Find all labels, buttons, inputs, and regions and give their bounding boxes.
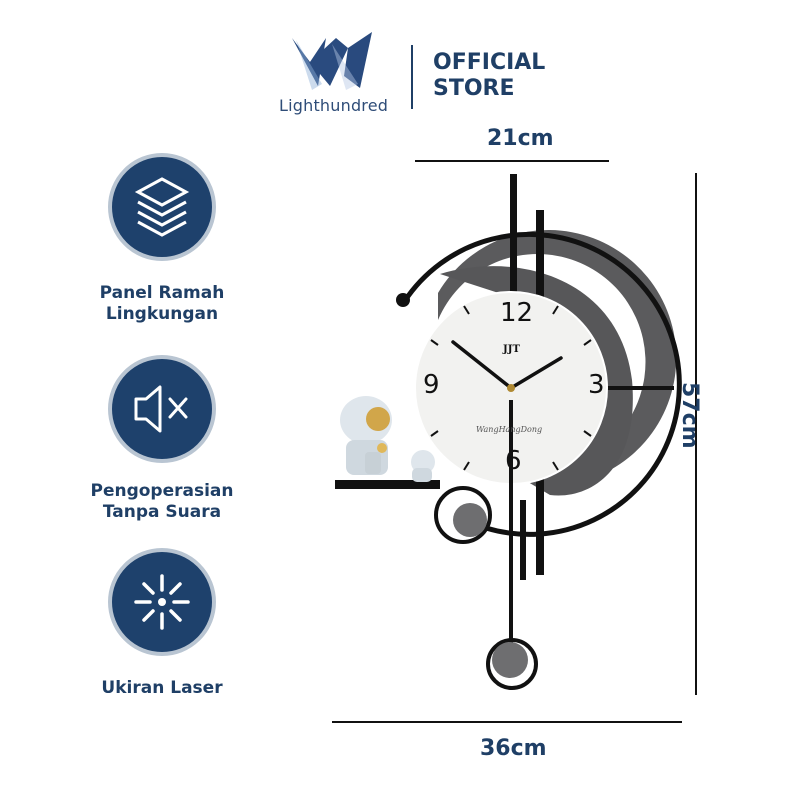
feature-circle-laser	[108, 548, 216, 656]
feature-circle-eco-panel	[108, 153, 216, 261]
small-ring	[434, 486, 492, 544]
store-line-2: STORE	[433, 76, 515, 101]
feature-label-line: Ukiran Laser	[101, 678, 223, 698]
clock-number-12: 12	[500, 298, 534, 328]
small-ring-disc	[453, 503, 487, 537]
hand-pivot	[507, 384, 515, 392]
hour-hand	[451, 340, 513, 390]
brand-name: Lighthundred	[279, 96, 389, 115]
official-store-badge: OFFICIAL STORE	[433, 50, 545, 102]
astronaut-figure	[340, 396, 392, 475]
outer-ring-arc	[401, 231, 682, 537]
clock-number-6: 6	[505, 446, 522, 476]
clock-signature: WangHangDong	[476, 425, 543, 434]
feature-label-silent: Pengoperasian Tanpa Suara	[60, 481, 264, 523]
feature-label-line: Pengoperasian	[90, 481, 234, 501]
dimension-top-width: 21cm	[487, 126, 554, 151]
dimension-bottom-line	[332, 721, 682, 723]
feature-label-laser: Ukiran Laser	[60, 678, 264, 699]
clock-number-9: 9	[423, 370, 440, 400]
minute-hand	[509, 356, 563, 390]
feature-label-eco-panel: Panel Ramah Lingkungan	[60, 283, 264, 325]
pendulum-bob-ring	[486, 638, 538, 690]
small-astronaut-figure	[411, 450, 435, 482]
laser-icon	[134, 574, 190, 630]
horizontal-rod	[600, 386, 674, 390]
right-rod-lower	[520, 500, 526, 580]
pendulum-rod	[509, 400, 513, 645]
layers-icon	[134, 177, 190, 237]
clock-number-3: 3	[588, 370, 605, 400]
dimension-height-line	[695, 173, 697, 695]
left-rod	[510, 174, 517, 329]
shelf	[335, 480, 440, 489]
feature-circle-silent	[108, 355, 216, 463]
header-divider	[411, 45, 413, 109]
brand-logo-icon	[292, 32, 372, 90]
feature-label-line: Lingkungan	[105, 304, 219, 324]
mute-icon	[134, 385, 188, 433]
pendulum-bob-disc	[492, 642, 528, 678]
dimension-top-line	[415, 160, 609, 162]
clock-maker-mark: JJT	[503, 344, 520, 355]
dimension-bottom-width: 36cm	[480, 736, 547, 761]
arc-end-ball	[396, 293, 410, 307]
feature-label-line: Tanpa Suara	[102, 502, 222, 522]
feature-label-line: Panel Ramah	[99, 283, 225, 303]
store-line-1: OFFICIAL	[433, 50, 546, 75]
